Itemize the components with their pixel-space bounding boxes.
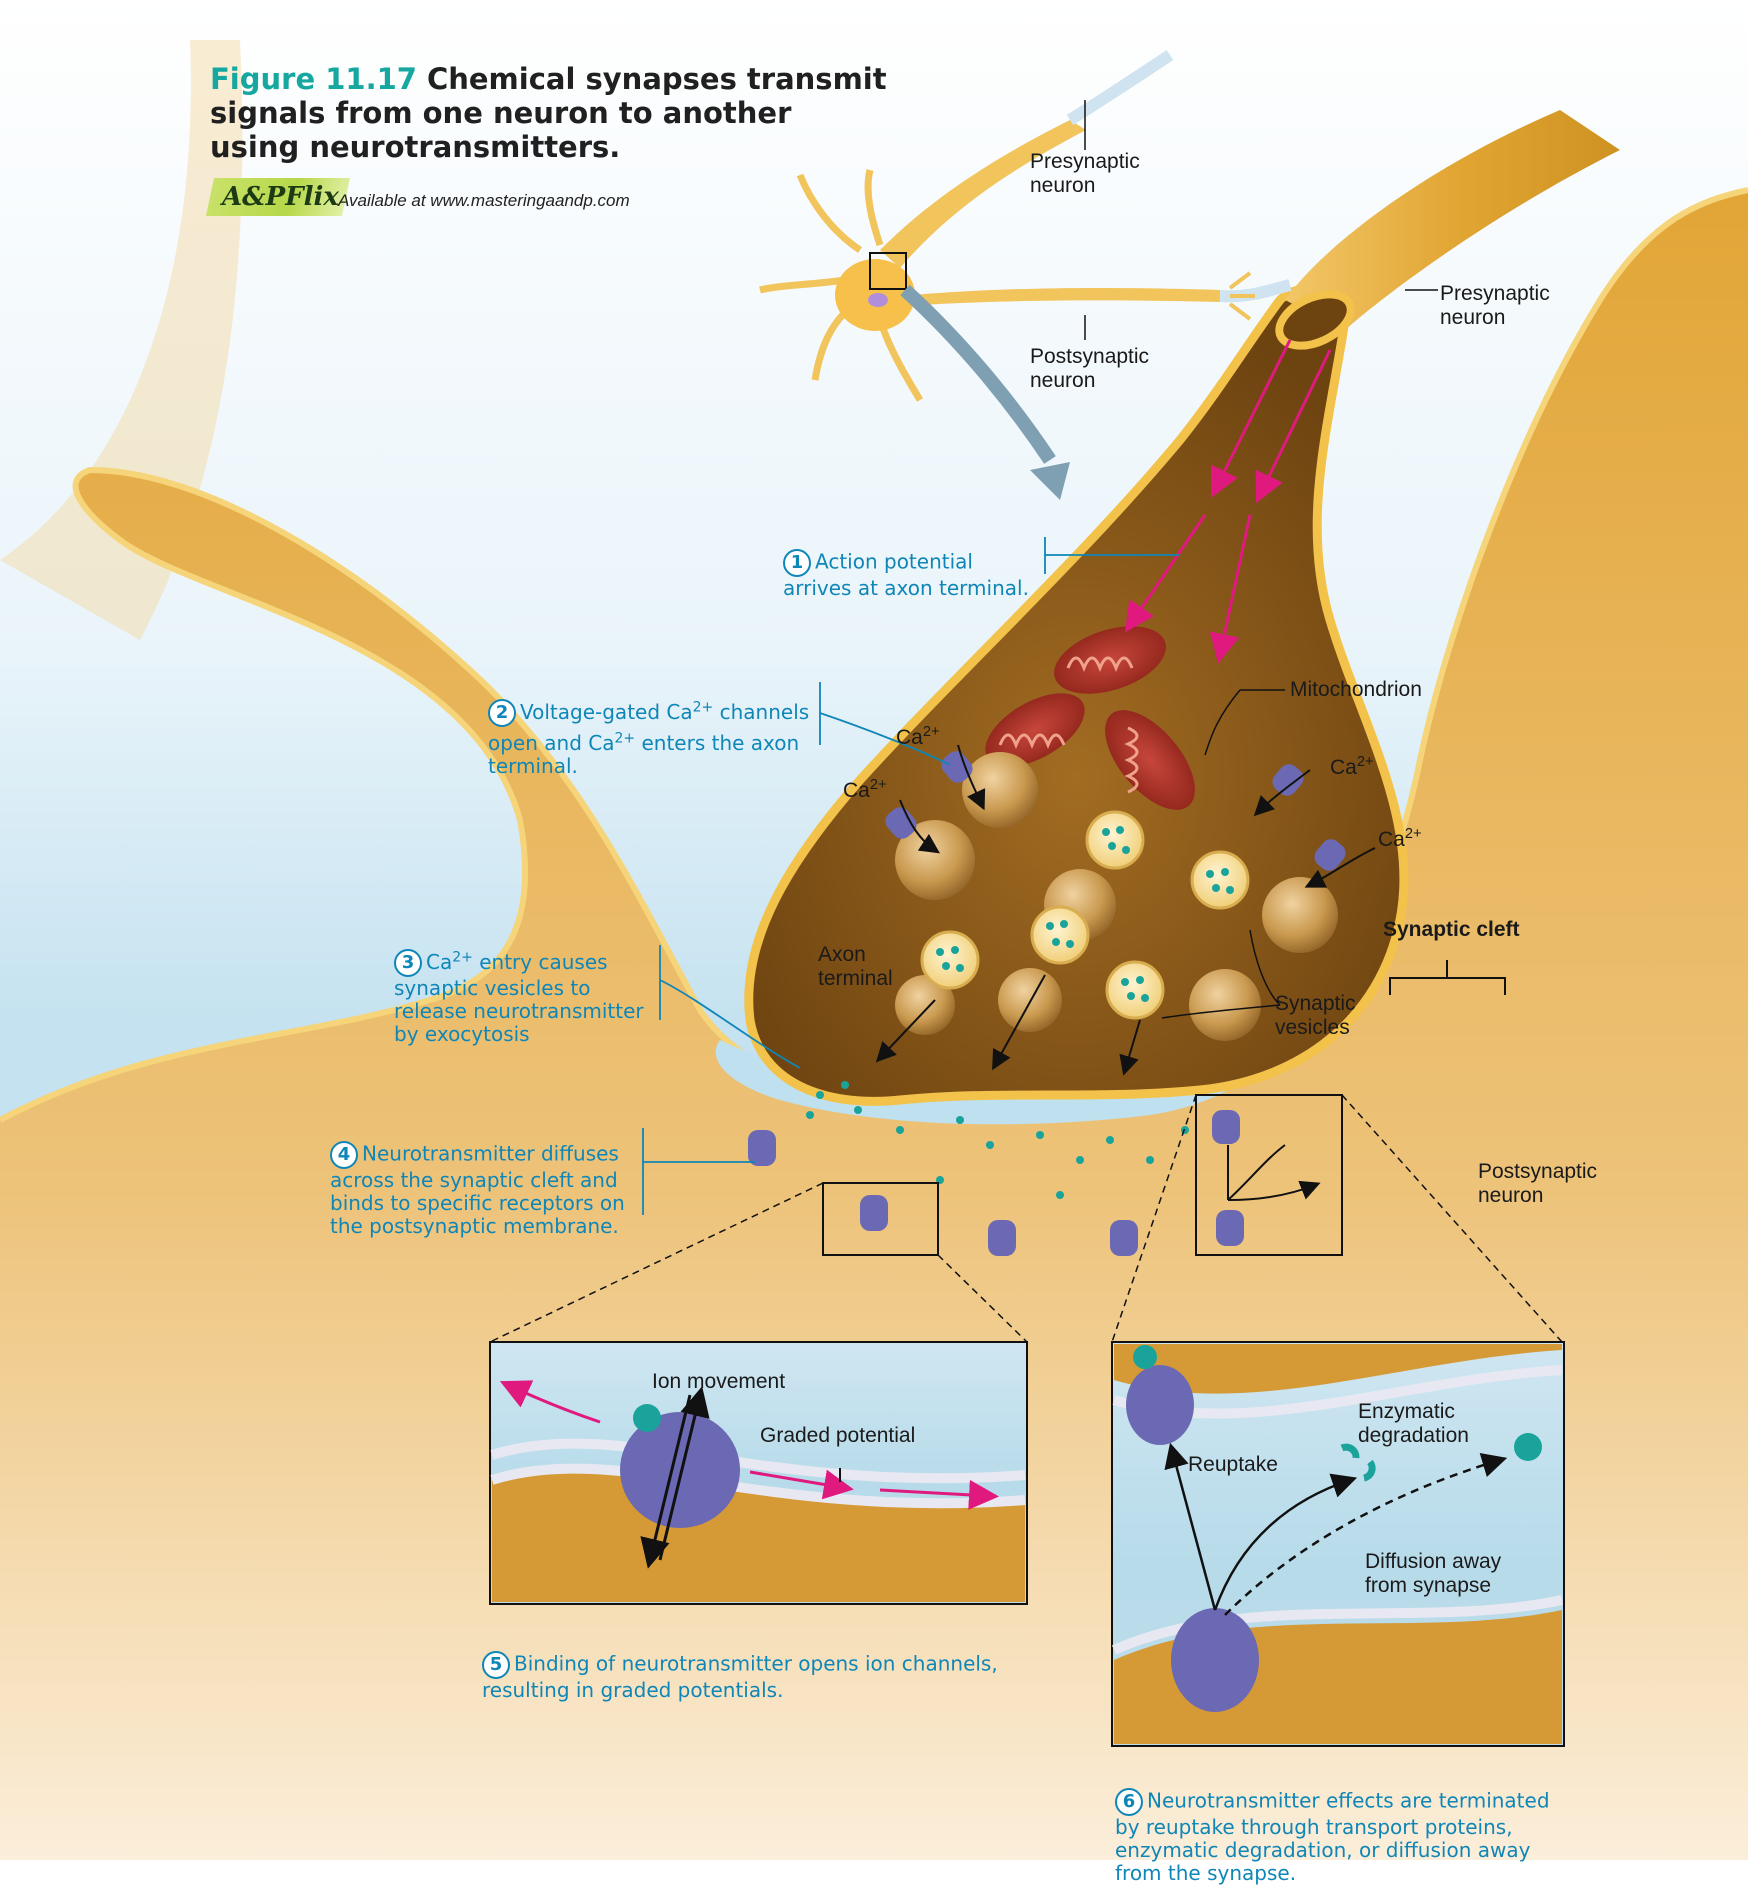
- step-3-text: Ca2+ entry causes synaptic vesicles to r…: [394, 950, 644, 1047]
- ap-flix-label: A&PFlix: [222, 182, 339, 212]
- label-presynaptic-large: Presynaptic neuron: [1440, 282, 1550, 330]
- label-mitochondrion: Mitochondrion: [1290, 678, 1422, 702]
- label-synaptic-vesicles: Synaptic vesicles: [1275, 992, 1356, 1040]
- organelle-ball: [962, 752, 1038, 828]
- step-4-text: Neurotransmitter diffuses across the syn…: [330, 1142, 625, 1239]
- transporter-protein: [1212, 1110, 1240, 1144]
- label-enzymatic-degradation: Enzymatic degradation: [1358, 1400, 1469, 1448]
- availability-note: Available at www.masteringaandp.com: [338, 191, 858, 211]
- neurotransmitter: [1514, 1433, 1542, 1461]
- receptor-channel: [860, 1195, 888, 1231]
- neurotransmitter: [633, 1404, 661, 1432]
- label-diffusion-away: Diffusion away from synapse: [1365, 1550, 1501, 1598]
- step-2-text: Voltage-gated Ca2+ channels open and Ca2…: [488, 700, 809, 778]
- label-ca-1: Ca2+: [896, 720, 940, 750]
- label-ca-4: Ca2+: [1378, 822, 1422, 852]
- label-graded-potential: Graded potential: [760, 1424, 915, 1448]
- synaptic-vesicle: [922, 932, 978, 988]
- label-reuptake: Reuptake: [1188, 1453, 1278, 1477]
- organelle-ball: [1189, 969, 1261, 1041]
- label-synaptic-cleft: Synaptic cleft: [1383, 918, 1520, 942]
- label-ion-movement: Ion movement: [652, 1370, 785, 1394]
- ion-channel: [620, 1412, 740, 1528]
- label-postsynaptic-large: Postsynaptic neuron: [1478, 1160, 1597, 1208]
- label-presynaptic-small: Presynaptic neuron: [1030, 150, 1140, 198]
- step-1-number: 1: [783, 549, 811, 577]
- neurotransmitter: [1133, 1345, 1157, 1369]
- synaptic-vesicle: [1032, 907, 1088, 963]
- synaptic-vesicle: [1087, 812, 1143, 868]
- step-5-number: 5: [482, 1651, 510, 1679]
- step-1-text: Action potential arrives at axon termina…: [783, 550, 1029, 601]
- receptor-protein: [1171, 1608, 1259, 1712]
- label-axon-terminal: Axon terminal: [818, 943, 893, 991]
- label-ca-2: Ca2+: [843, 773, 887, 803]
- step-3-number: 3: [394, 949, 422, 977]
- organelle-ball: [1262, 877, 1338, 953]
- step-6-text: Neurotransmitter effects are terminated …: [1115, 1789, 1550, 1885]
- step-5-text: Binding of neurotransmitter opens ion ch…: [482, 1652, 998, 1703]
- receptor-channel: [748, 1130, 776, 1166]
- label-ca-3: Ca2+: [1330, 750, 1374, 780]
- receptor-channel: [988, 1220, 1016, 1256]
- inset-termination: [1112, 1342, 1564, 1746]
- synaptic-vesicle: [1192, 852, 1248, 908]
- step-2-number: 2: [488, 699, 516, 727]
- step-4-number: 4: [330, 1141, 358, 1169]
- transporter-protein: [1126, 1365, 1194, 1445]
- figure-number: Figure 11.17: [210, 62, 417, 96]
- label-postsynaptic-small: Postsynaptic neuron: [1030, 345, 1149, 393]
- synaptic-vesicle: [1107, 962, 1163, 1018]
- step-6-number: 6: [1115, 1788, 1143, 1816]
- receptor-channel: [1216, 1210, 1244, 1246]
- receptor-channel: [1110, 1220, 1138, 1256]
